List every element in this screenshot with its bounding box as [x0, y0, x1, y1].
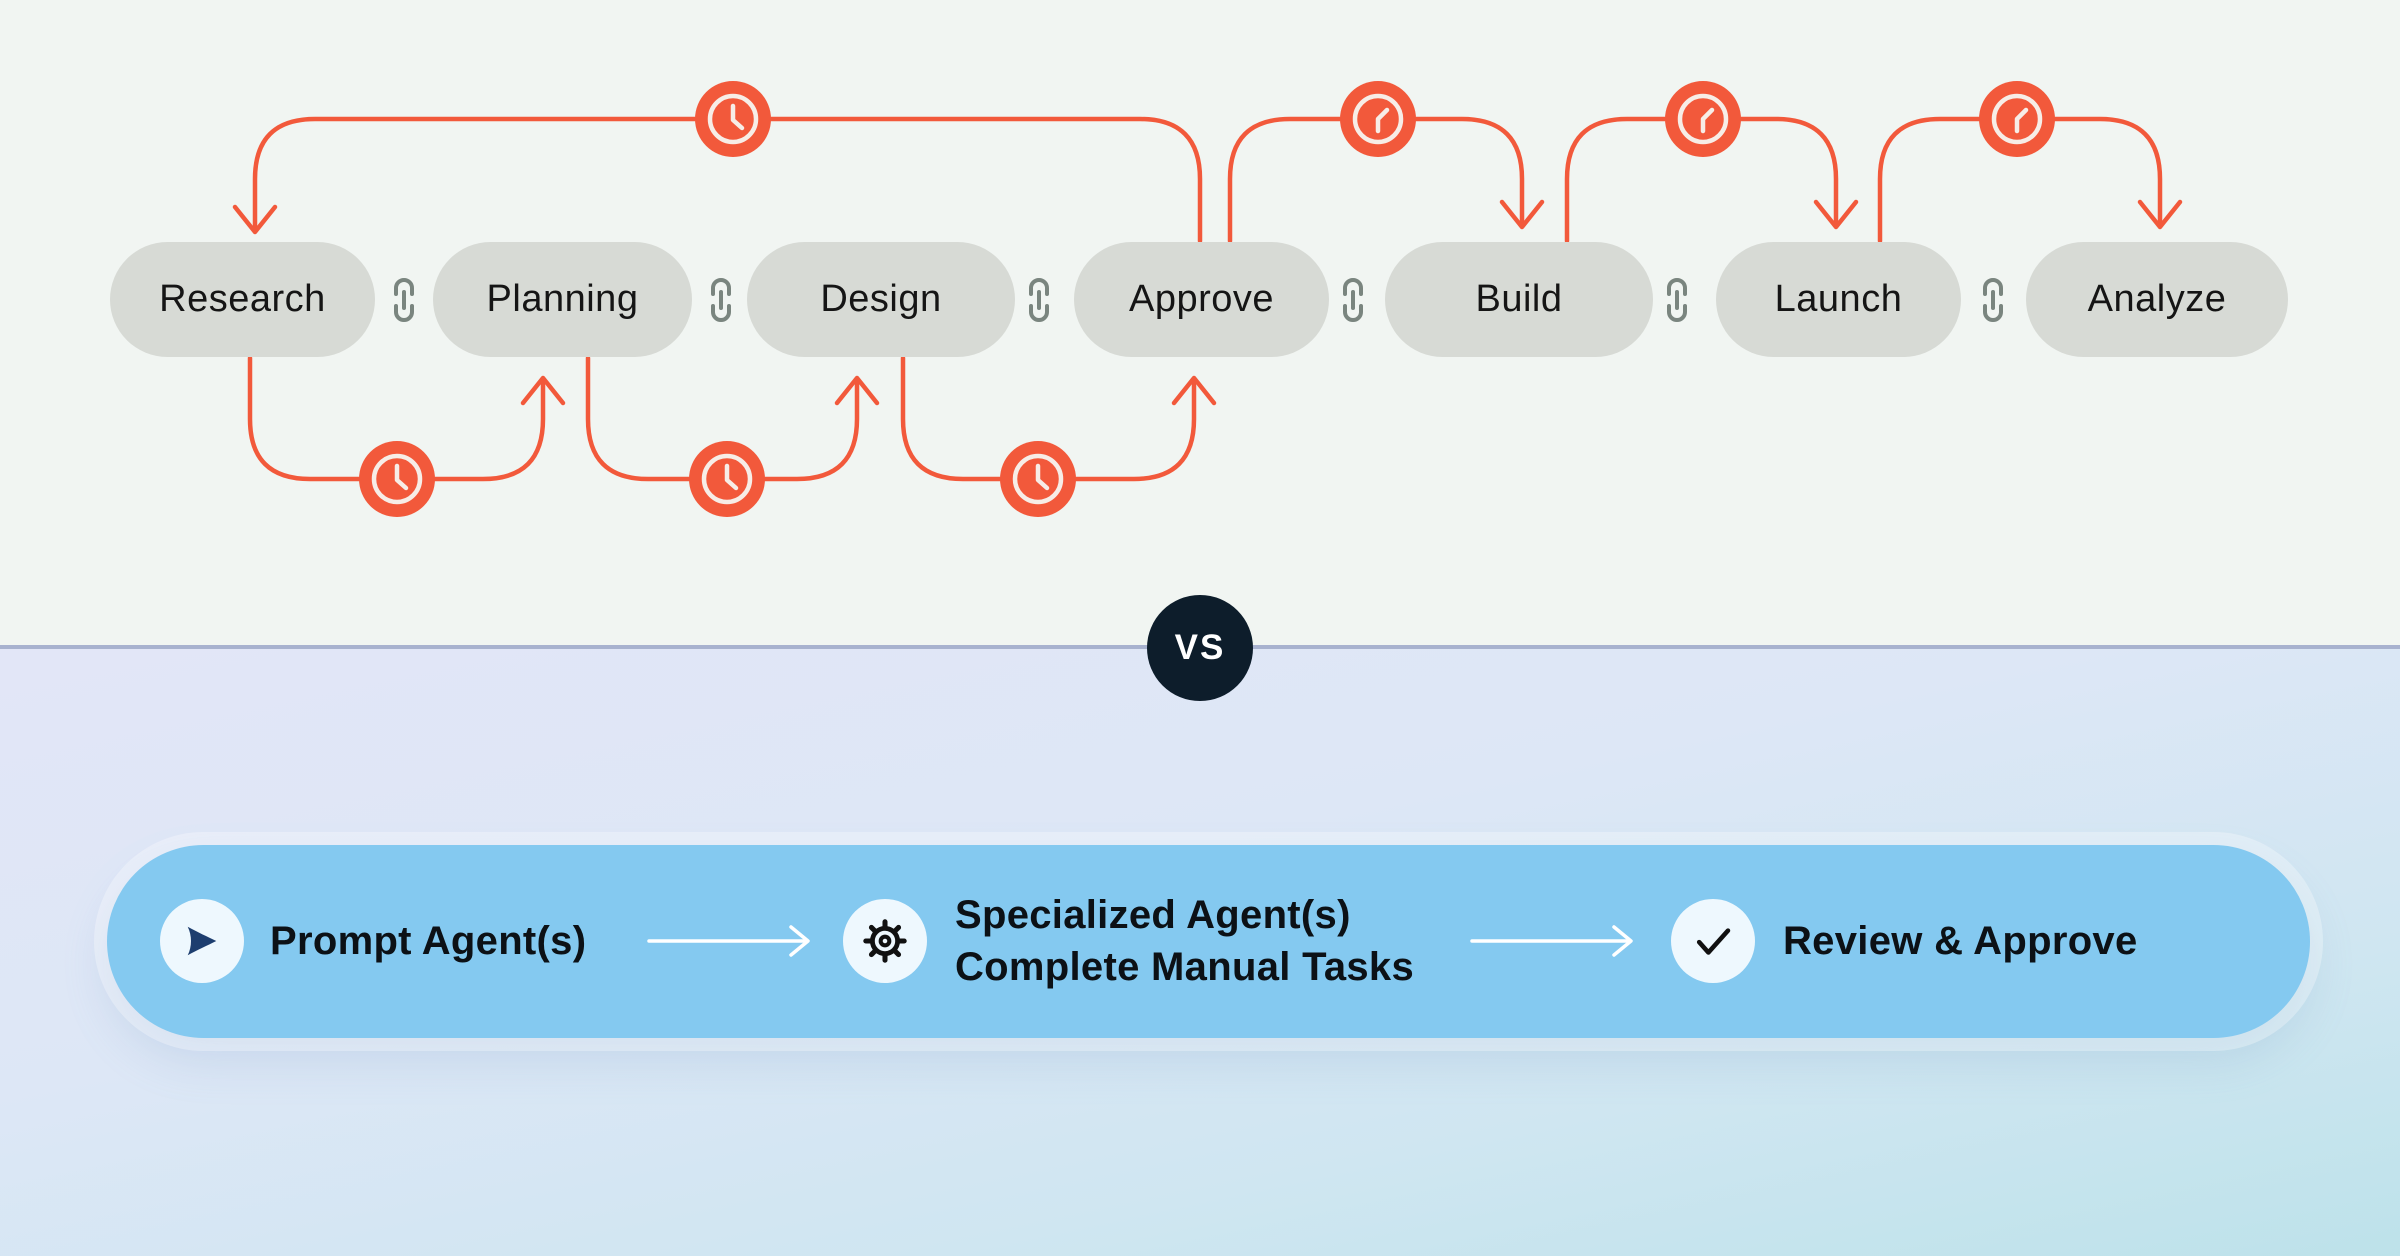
arrowhead-up-design [834, 375, 880, 406]
arrowhead-up-planning [520, 375, 566, 406]
specialized-step-label: Specialized Agent(s) Complete Manual Tas… [955, 889, 1414, 993]
prompt-step-icon-circle [160, 899, 244, 983]
link-icon [1343, 278, 1363, 322]
link-icon [1667, 278, 1687, 322]
link-icon [1029, 278, 1049, 322]
vs-badge: VS [1147, 595, 1253, 701]
link-icon [711, 278, 731, 322]
clock-icon [1000, 441, 1076, 517]
stage-pill-analyze: Analyze [2026, 242, 2288, 357]
stage-pill-design: Design [747, 242, 1015, 357]
stage-pill-launch: Launch [1716, 242, 1961, 357]
link-icon [394, 278, 414, 322]
link-icon [1983, 278, 2003, 322]
arrowhead-down-research [232, 204, 278, 235]
stage-pill-approve: Approve [1074, 242, 1329, 357]
arrowhead-up-approve [1171, 375, 1217, 406]
review-step-icon-circle [1671, 899, 1755, 983]
workflow-loops-diagram [232, 0, 2183, 670]
specialized-step-icon-circle [843, 899, 927, 983]
clock-icon [695, 81, 771, 157]
specialized-step-label-line2: Complete Manual Tasks [955, 945, 1415, 989]
specialized-step-label-line1: Specialized Agent(s) [955, 893, 1351, 937]
clock-icon [359, 441, 435, 517]
gear-icon [863, 919, 907, 963]
arrowhead-down-build [1499, 199, 1545, 230]
flow-arrow-icon [1470, 925, 1633, 957]
clock-icon [1340, 81, 1416, 157]
clock-icon [689, 441, 765, 517]
stage-pill-planning: Planning [433, 242, 692, 357]
clock-icon [1665, 81, 1741, 157]
clock-icon [1979, 81, 2055, 157]
prompt-step-label: Prompt Agent(s) [270, 919, 587, 963]
flow-arrow-icon [647, 925, 810, 957]
arrowhead-down-launch [1813, 199, 1859, 230]
stage-pill-build: Build [1385, 242, 1653, 357]
arrowhead-down-analyze [2137, 199, 2183, 230]
review-step-label: Review & Approve [1783, 919, 2138, 963]
send-icon [187, 926, 217, 956]
agent-workflow-banner [107, 845, 2310, 1038]
stage-pill-research: Research [110, 242, 375, 357]
check-icon [1696, 928, 1731, 955]
